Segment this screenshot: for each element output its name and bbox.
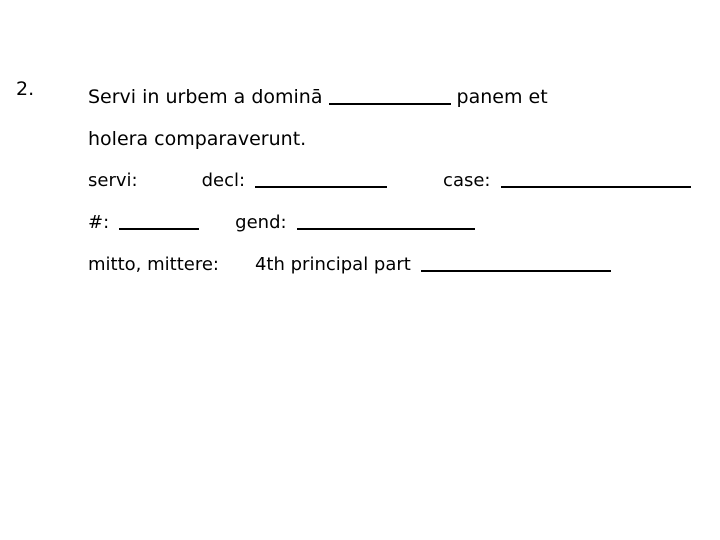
- case-blank[interactable]: [500, 170, 691, 189]
- number-label: #:: [88, 212, 110, 233]
- question-body: Servi in urbem a dominā panem et holera …: [88, 76, 708, 286]
- number-blank[interactable]: [119, 212, 200, 231]
- sentence-text-before-blank: Servi in urbem a dominā: [88, 86, 329, 108]
- gender-blank[interactable]: [296, 212, 475, 231]
- declension-blank[interactable]: [255, 170, 388, 189]
- noun-analysis-row-2: #: gend:: [88, 202, 708, 244]
- noun-analysis-row-1: servi: decl: case:: [88, 160, 708, 202]
- principal-part-prompt: 4th principal part: [254, 254, 411, 275]
- verb-label: mitto, mittere:: [88, 254, 219, 275]
- sentence-line-2: holera comparaverunt.: [88, 128, 307, 150]
- principal-part-blank[interactable]: [420, 254, 611, 273]
- case-label: case:: [443, 170, 491, 191]
- sentence-line-1: Servi in urbem a dominā panem et: [88, 76, 708, 118]
- noun-word-label: servi:: [88, 170, 138, 191]
- verb-analysis-row: mitto, mittere: 4th principal part: [88, 244, 708, 286]
- declension-label: decl:: [201, 170, 246, 191]
- sentence-text-after-blank: panem et: [450, 86, 548, 108]
- item-number: 2.: [16, 78, 35, 100]
- gender-label: gend:: [235, 212, 287, 233]
- sentence-blank-1[interactable]: [328, 86, 451, 106]
